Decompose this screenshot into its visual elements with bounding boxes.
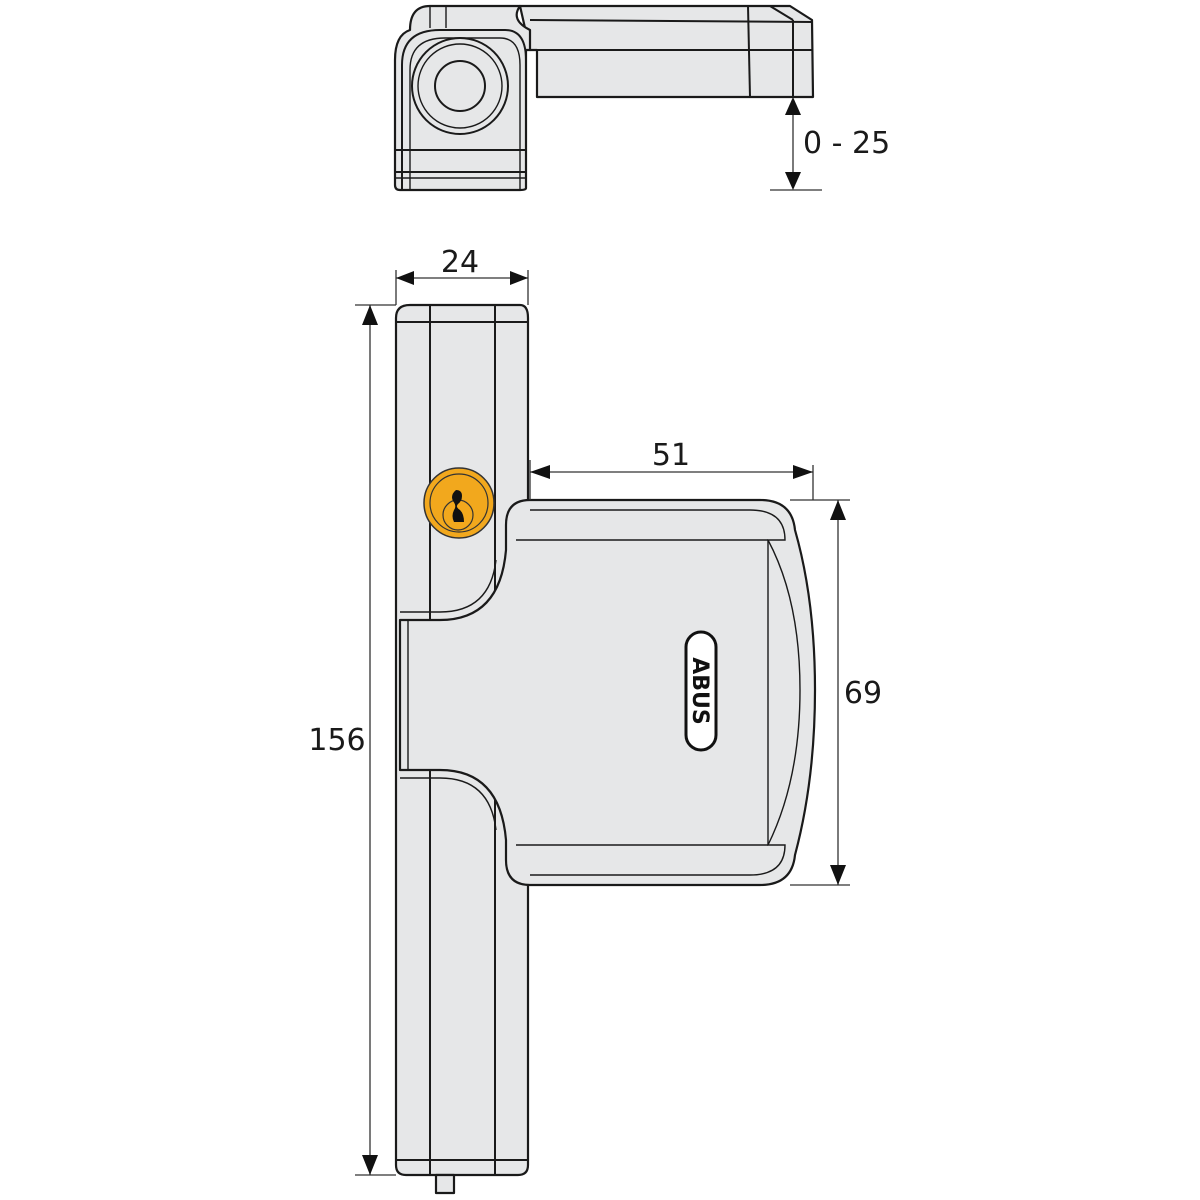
label-width-bar: 24 [441, 245, 479, 280]
dimension-adjustment [770, 97, 822, 191]
key-cylinder-icon [423, 467, 495, 539]
label-height-total: 156 [308, 723, 365, 758]
label-leaf-height: 69 [844, 676, 882, 711]
logo-text: ABUS [687, 657, 712, 725]
front-view: ABUS [394, 303, 817, 1195]
abus-logo: ABUS [684, 630, 718, 752]
dimension-leaf-length [529, 460, 814, 500]
hinge-pin [434, 1173, 456, 1195]
dimension-height-total [355, 304, 396, 1176]
pivot-cap-outer [411, 37, 509, 135]
label-adjustment-range: 0 - 25 [803, 126, 890, 161]
top-view [393, 4, 815, 192]
label-leaf-length: 51 [652, 438, 690, 473]
pivot-cap-inner [434, 60, 486, 112]
dimension-width-bar [395, 270, 529, 305]
dimension-leaf-height [790, 499, 850, 886]
